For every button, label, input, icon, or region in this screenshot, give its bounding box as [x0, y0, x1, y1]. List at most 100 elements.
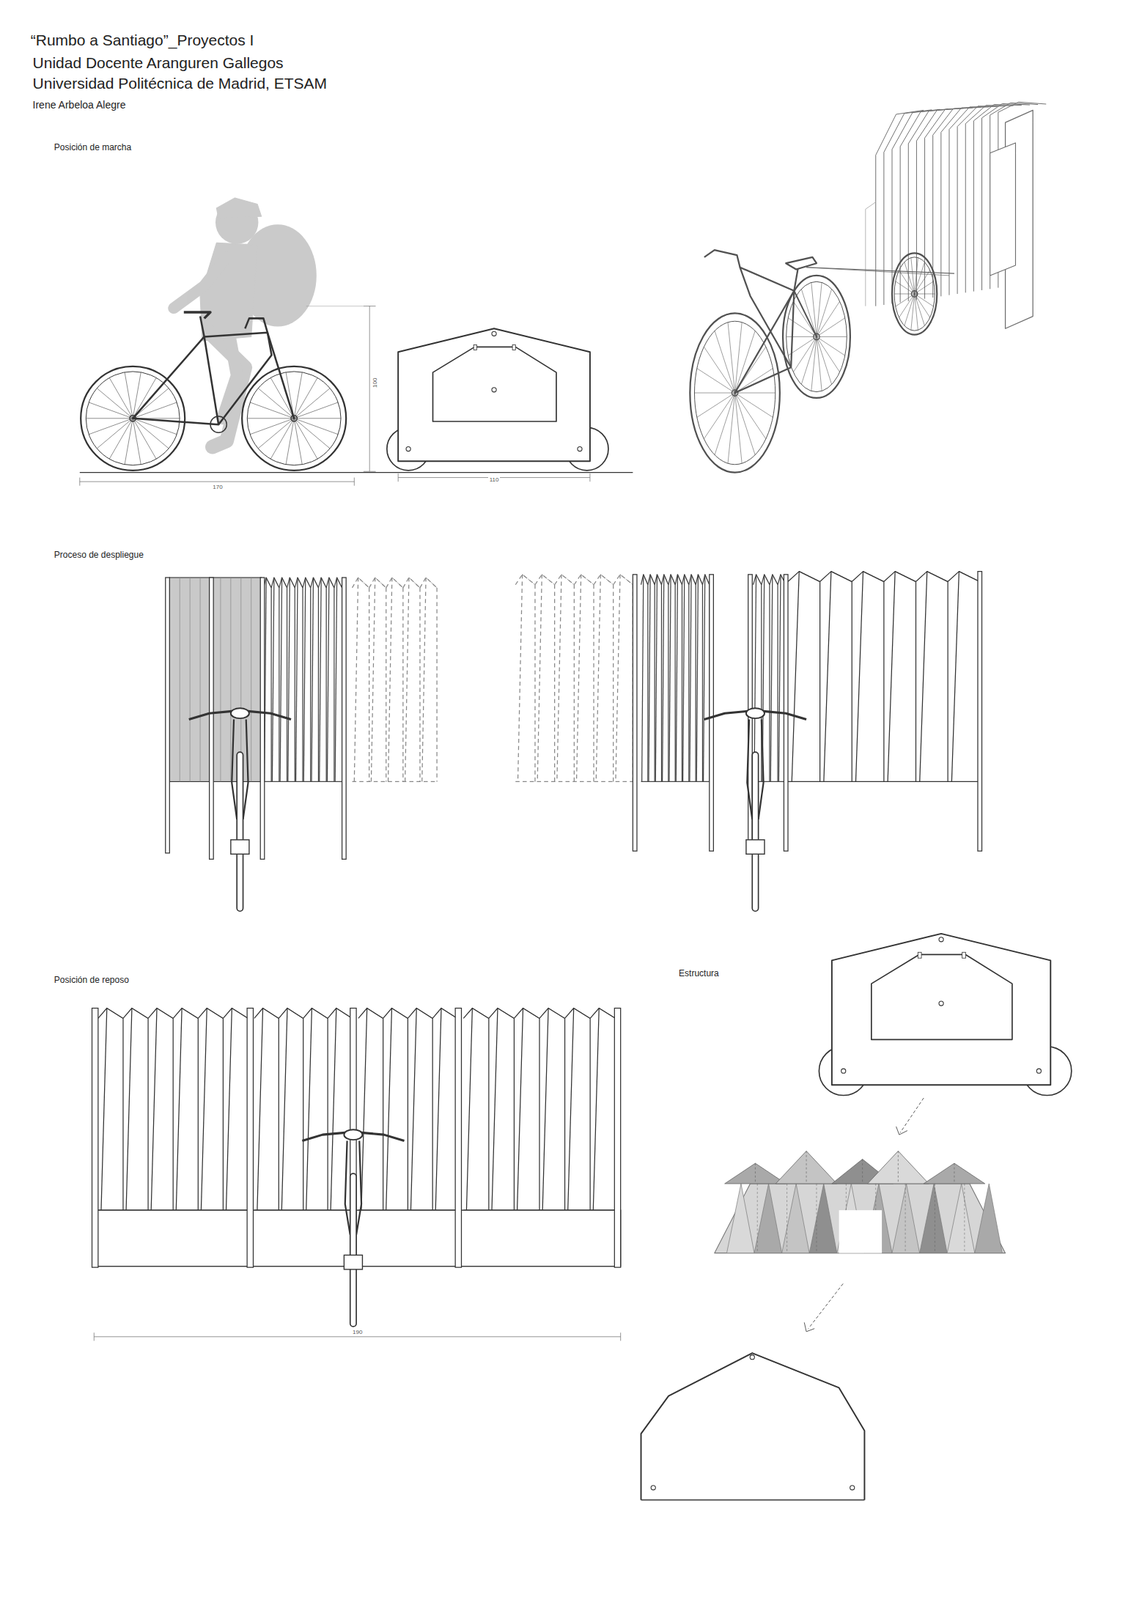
- drawing-line: [326, 587, 327, 783]
- drawing-line: [793, 301, 817, 337]
- drawing-line: [405, 577, 410, 782]
- drawing-line: [768, 584, 770, 783]
- drawing-line: [542, 1008, 549, 1211]
- drawing-shape: [726, 1183, 755, 1254]
- drawing-line: [816, 318, 846, 338]
- post: [632, 574, 637, 851]
- drawing-shape: [386, 577, 404, 588]
- drawing-shape: [831, 933, 1051, 1085]
- drawing-line: [150, 1008, 157, 1211]
- drawing-line: [568, 1008, 574, 1211]
- drawing-shape: [675, 574, 682, 585]
- bolt-dot: [406, 447, 411, 452]
- drawing-line: [293, 417, 341, 419]
- drawing-shape: [661, 574, 669, 585]
- drawing-shape: [947, 571, 981, 582]
- drawing-line: [85, 417, 133, 419]
- drawing-shape: [704, 249, 741, 268]
- drawing-line: [667, 584, 669, 783]
- drawing-line: [919, 571, 928, 783]
- drawing-shape: [515, 574, 536, 585]
- drawing-line: [101, 1008, 108, 1211]
- drawing-line: [600, 574, 613, 585]
- drawing-line: [702, 584, 703, 783]
- drawing-line: [132, 388, 169, 419]
- drawing-line: [656, 574, 662, 585]
- drawing-shape: [294, 577, 303, 588]
- drawing-shape: [753, 574, 762, 585]
- drawing-shape: [463, 1008, 489, 1019]
- drawing-shape: [326, 577, 335, 588]
- deployment-views: [165, 571, 983, 912]
- drawing-line: [787, 781, 981, 783]
- drawing-line: [240, 577, 242, 782]
- drawing-shape: [287, 577, 296, 588]
- drawing-line: [122, 1018, 124, 1211]
- drawing-line: [361, 1008, 368, 1211]
- bolt-dot: [749, 1355, 755, 1360]
- drawing-line: [561, 574, 574, 585]
- drawing-shape: [754, 1183, 783, 1254]
- drawing-line: [79, 472, 634, 473]
- drawing-line: [249, 418, 294, 435]
- board-title: “Rumbo a Santiago”_Proyectos I: [30, 31, 255, 50]
- drawing-line: [147, 1018, 149, 1211]
- drawing-line: [963, 1183, 965, 1254]
- drawing-shape: [403, 577, 421, 588]
- drawing-shape: [183, 312, 211, 319]
- drawing-line: [326, 577, 329, 782]
- drawing-shape: [947, 1183, 975, 1254]
- drawing-line: [819, 581, 821, 783]
- drawing-line: [302, 1018, 304, 1211]
- author: Irene Arbeloa Alegre: [32, 98, 127, 111]
- drawing-shape: [173, 257, 227, 309]
- drawing-line: [497, 1008, 514, 1019]
- drawing-line: [661, 584, 662, 783]
- drawing-line: [592, 584, 594, 783]
- drawing-shape: [809, 1183, 838, 1254]
- drawing-shape: [222, 1008, 248, 1019]
- drawing-shape: [539, 1008, 566, 1019]
- drawing-shape: [432, 1008, 458, 1019]
- drawing-line: [250, 577, 252, 782]
- drawing-line: [754, 574, 757, 783]
- drawing-line: [293, 402, 338, 419]
- drawing-shape: [407, 1008, 433, 1019]
- bike-trailer-perspective: [689, 101, 1046, 473]
- bicycle-front: [189, 708, 291, 912]
- drawing-line: [472, 1008, 489, 1019]
- drawing-shape: [433, 346, 557, 422]
- drawing-line: [696, 574, 698, 783]
- drawing-line: [915, 581, 917, 783]
- drawing-line: [363, 471, 377, 473]
- drawing-line: [306, 1008, 313, 1211]
- drawing-shape: [714, 1183, 1006, 1254]
- drawing-line: [703, 392, 735, 440]
- drawing-shape: [398, 328, 591, 462]
- drawing-line: [368, 587, 370, 783]
- drawing-line: [305, 577, 311, 588]
- drawing-line: [200, 1008, 207, 1211]
- drawing-line: [523, 1008, 540, 1019]
- drawing-line: [132, 377, 157, 418]
- drawing-line: [851, 581, 853, 783]
- drawing-shape: [724, 1163, 787, 1184]
- drawing-line: [548, 1008, 565, 1019]
- drawing-line: [388, 577, 393, 782]
- drawing-shape: [513, 1008, 540, 1019]
- post: [92, 1008, 99, 1269]
- drawing-line: [318, 587, 319, 783]
- drawing-line: [391, 1008, 408, 1019]
- drawing-line: [179, 577, 181, 782]
- course-unit: Unidad Docente Aranguren Gallegos: [32, 54, 284, 72]
- drawing-shape: [702, 574, 709, 585]
- section-label: Posición de marcha: [54, 142, 132, 154]
- drawing-line: [257, 1008, 264, 1211]
- drawing-line: [914, 293, 931, 318]
- drawing-line: [757, 1183, 758, 1254]
- drawing-shape: [204, 332, 272, 425]
- drawing-line: [375, 577, 387, 588]
- drawing-line: [124, 372, 133, 419]
- drawing-line: [538, 1018, 540, 1211]
